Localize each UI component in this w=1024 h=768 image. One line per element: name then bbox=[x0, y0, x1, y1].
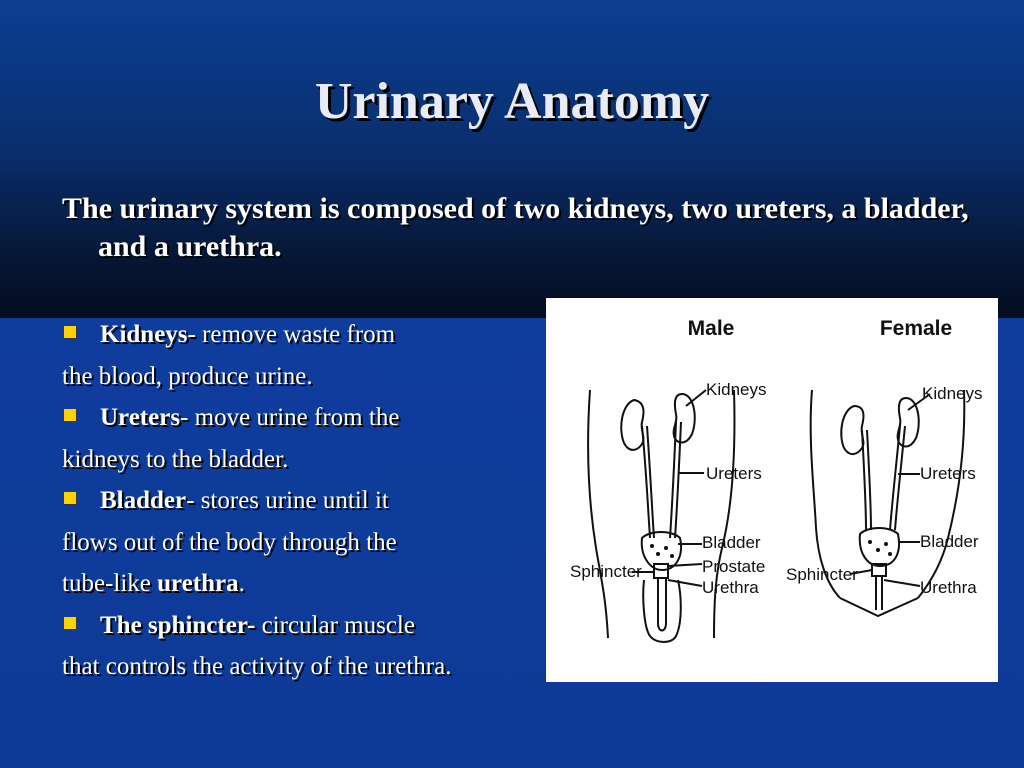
leader-line bbox=[907, 393, 931, 411]
label-kidneys: Kidneys bbox=[706, 380, 766, 399]
bladder-texture bbox=[888, 552, 892, 556]
body-outline bbox=[839, 597, 919, 618]
label-bladder: Bladder bbox=[702, 533, 761, 552]
bullet-term: Ureters bbox=[100, 404, 181, 431]
body-outline bbox=[587, 389, 609, 639]
kidney-icon bbox=[620, 398, 645, 451]
leader-line bbox=[667, 579, 703, 587]
kidney-icon bbox=[672, 392, 696, 444]
urethra-line bbox=[875, 576, 883, 610]
bullet-list: Kidneys- remove waste from the blood, pr… bbox=[62, 314, 542, 688]
female-heading: Female bbox=[880, 317, 952, 340]
ureter-line bbox=[646, 425, 655, 539]
sphincter-shape bbox=[653, 563, 669, 579]
bullet-text: . bbox=[238, 570, 245, 597]
bullet-term: The sphincter- bbox=[100, 611, 256, 639]
leader-line bbox=[883, 579, 921, 587]
label-ureters: Ureters bbox=[920, 464, 976, 483]
ureter-line bbox=[669, 421, 677, 539]
bullet-text: circular muscle bbox=[255, 611, 415, 639]
bullet-continuation: flows out of the body through the bbox=[62, 528, 397, 556]
bullet-continuation: tube-like urethra. bbox=[62, 563, 542, 605]
male-diagram: Kidneys Ureters Bladder Prostate Urethra… bbox=[570, 380, 766, 643]
leader-line bbox=[849, 569, 873, 575]
bladder-texture bbox=[670, 554, 674, 558]
ureter-line bbox=[861, 429, 867, 531]
bullet-bladder: Bladder- stores urine until it bbox=[62, 480, 542, 522]
bullet-text: tube-like bbox=[62, 570, 158, 597]
bullet-term: urethra bbox=[157, 570, 239, 597]
bullet-square-icon bbox=[64, 492, 76, 505]
label-sphincter: Sphincter bbox=[570, 562, 642, 581]
bladder-shape bbox=[640, 531, 682, 572]
bladder-shape bbox=[858, 527, 900, 568]
bullet-square-icon bbox=[64, 409, 76, 422]
anatomy-diagram: Male Female bbox=[570, 317, 982, 643]
urethra-line bbox=[657, 578, 667, 632]
female-diagram: Kidneys Ureters Bladder Urethra Sphincte… bbox=[786, 384, 982, 618]
bullet-text: - stores urine until it bbox=[186, 487, 389, 514]
bullet-text: - move urine from the bbox=[180, 404, 400, 431]
bladder-texture bbox=[868, 540, 872, 544]
bullet-kidneys: Kidneys- remove waste from bbox=[62, 314, 542, 356]
body-outline bbox=[917, 389, 966, 599]
bullet-continuation: that controls the activity of the urethr… bbox=[62, 653, 452, 680]
leader-line bbox=[667, 563, 703, 567]
label-bladder: Bladder bbox=[920, 532, 979, 551]
label-urethra: Urethra bbox=[702, 578, 759, 597]
intro-text: The urinary system is composed of two ki… bbox=[62, 192, 969, 263]
penis-outline bbox=[642, 579, 682, 643]
bullet-continuation: the blood, produce urine. bbox=[62, 362, 313, 390]
bladder-texture bbox=[884, 542, 888, 546]
bullet-square-icon bbox=[64, 616, 76, 629]
bullet-term: Kidneys bbox=[100, 321, 188, 348]
kidney-icon bbox=[840, 404, 865, 455]
label-kidneys: Kidneys bbox=[922, 384, 982, 403]
label-urethra: Urethra bbox=[920, 578, 977, 597]
bullet-continuation: kidneys to the bladder. bbox=[62, 445, 289, 473]
ureter-line bbox=[889, 425, 901, 531]
bullet-term: Bladder bbox=[100, 487, 187, 514]
label-ureters: Ureters bbox=[706, 464, 762, 483]
title-band bbox=[0, 0, 1024, 318]
male-heading: Male bbox=[688, 317, 735, 340]
bladder-texture bbox=[656, 552, 660, 556]
bladder-texture bbox=[876, 548, 880, 552]
slide-title: Urinary Anatomy bbox=[314, 73, 710, 130]
leader-line bbox=[685, 389, 707, 407]
label-sphincter: Sphincter bbox=[786, 565, 858, 584]
bladder-texture bbox=[650, 544, 654, 548]
ureter-line bbox=[641, 425, 651, 539]
bladder-texture bbox=[664, 546, 668, 550]
bullet-ureters: Ureters- move urine from the bbox=[62, 397, 542, 439]
anatomy-figure: Male Female bbox=[546, 298, 998, 682]
label-prostate: Prostate bbox=[702, 557, 765, 576]
bullet-text: - remove waste from bbox=[187, 321, 396, 348]
ureter-line bbox=[674, 421, 682, 539]
ureter-line bbox=[894, 425, 906, 531]
bullet-square-icon bbox=[64, 326, 76, 339]
body-outline bbox=[809, 389, 841, 599]
ureter-line bbox=[866, 429, 872, 531]
bullet-sphincter: The sphincter- circular muscle bbox=[62, 605, 542, 647]
body-outline bbox=[713, 389, 736, 639]
